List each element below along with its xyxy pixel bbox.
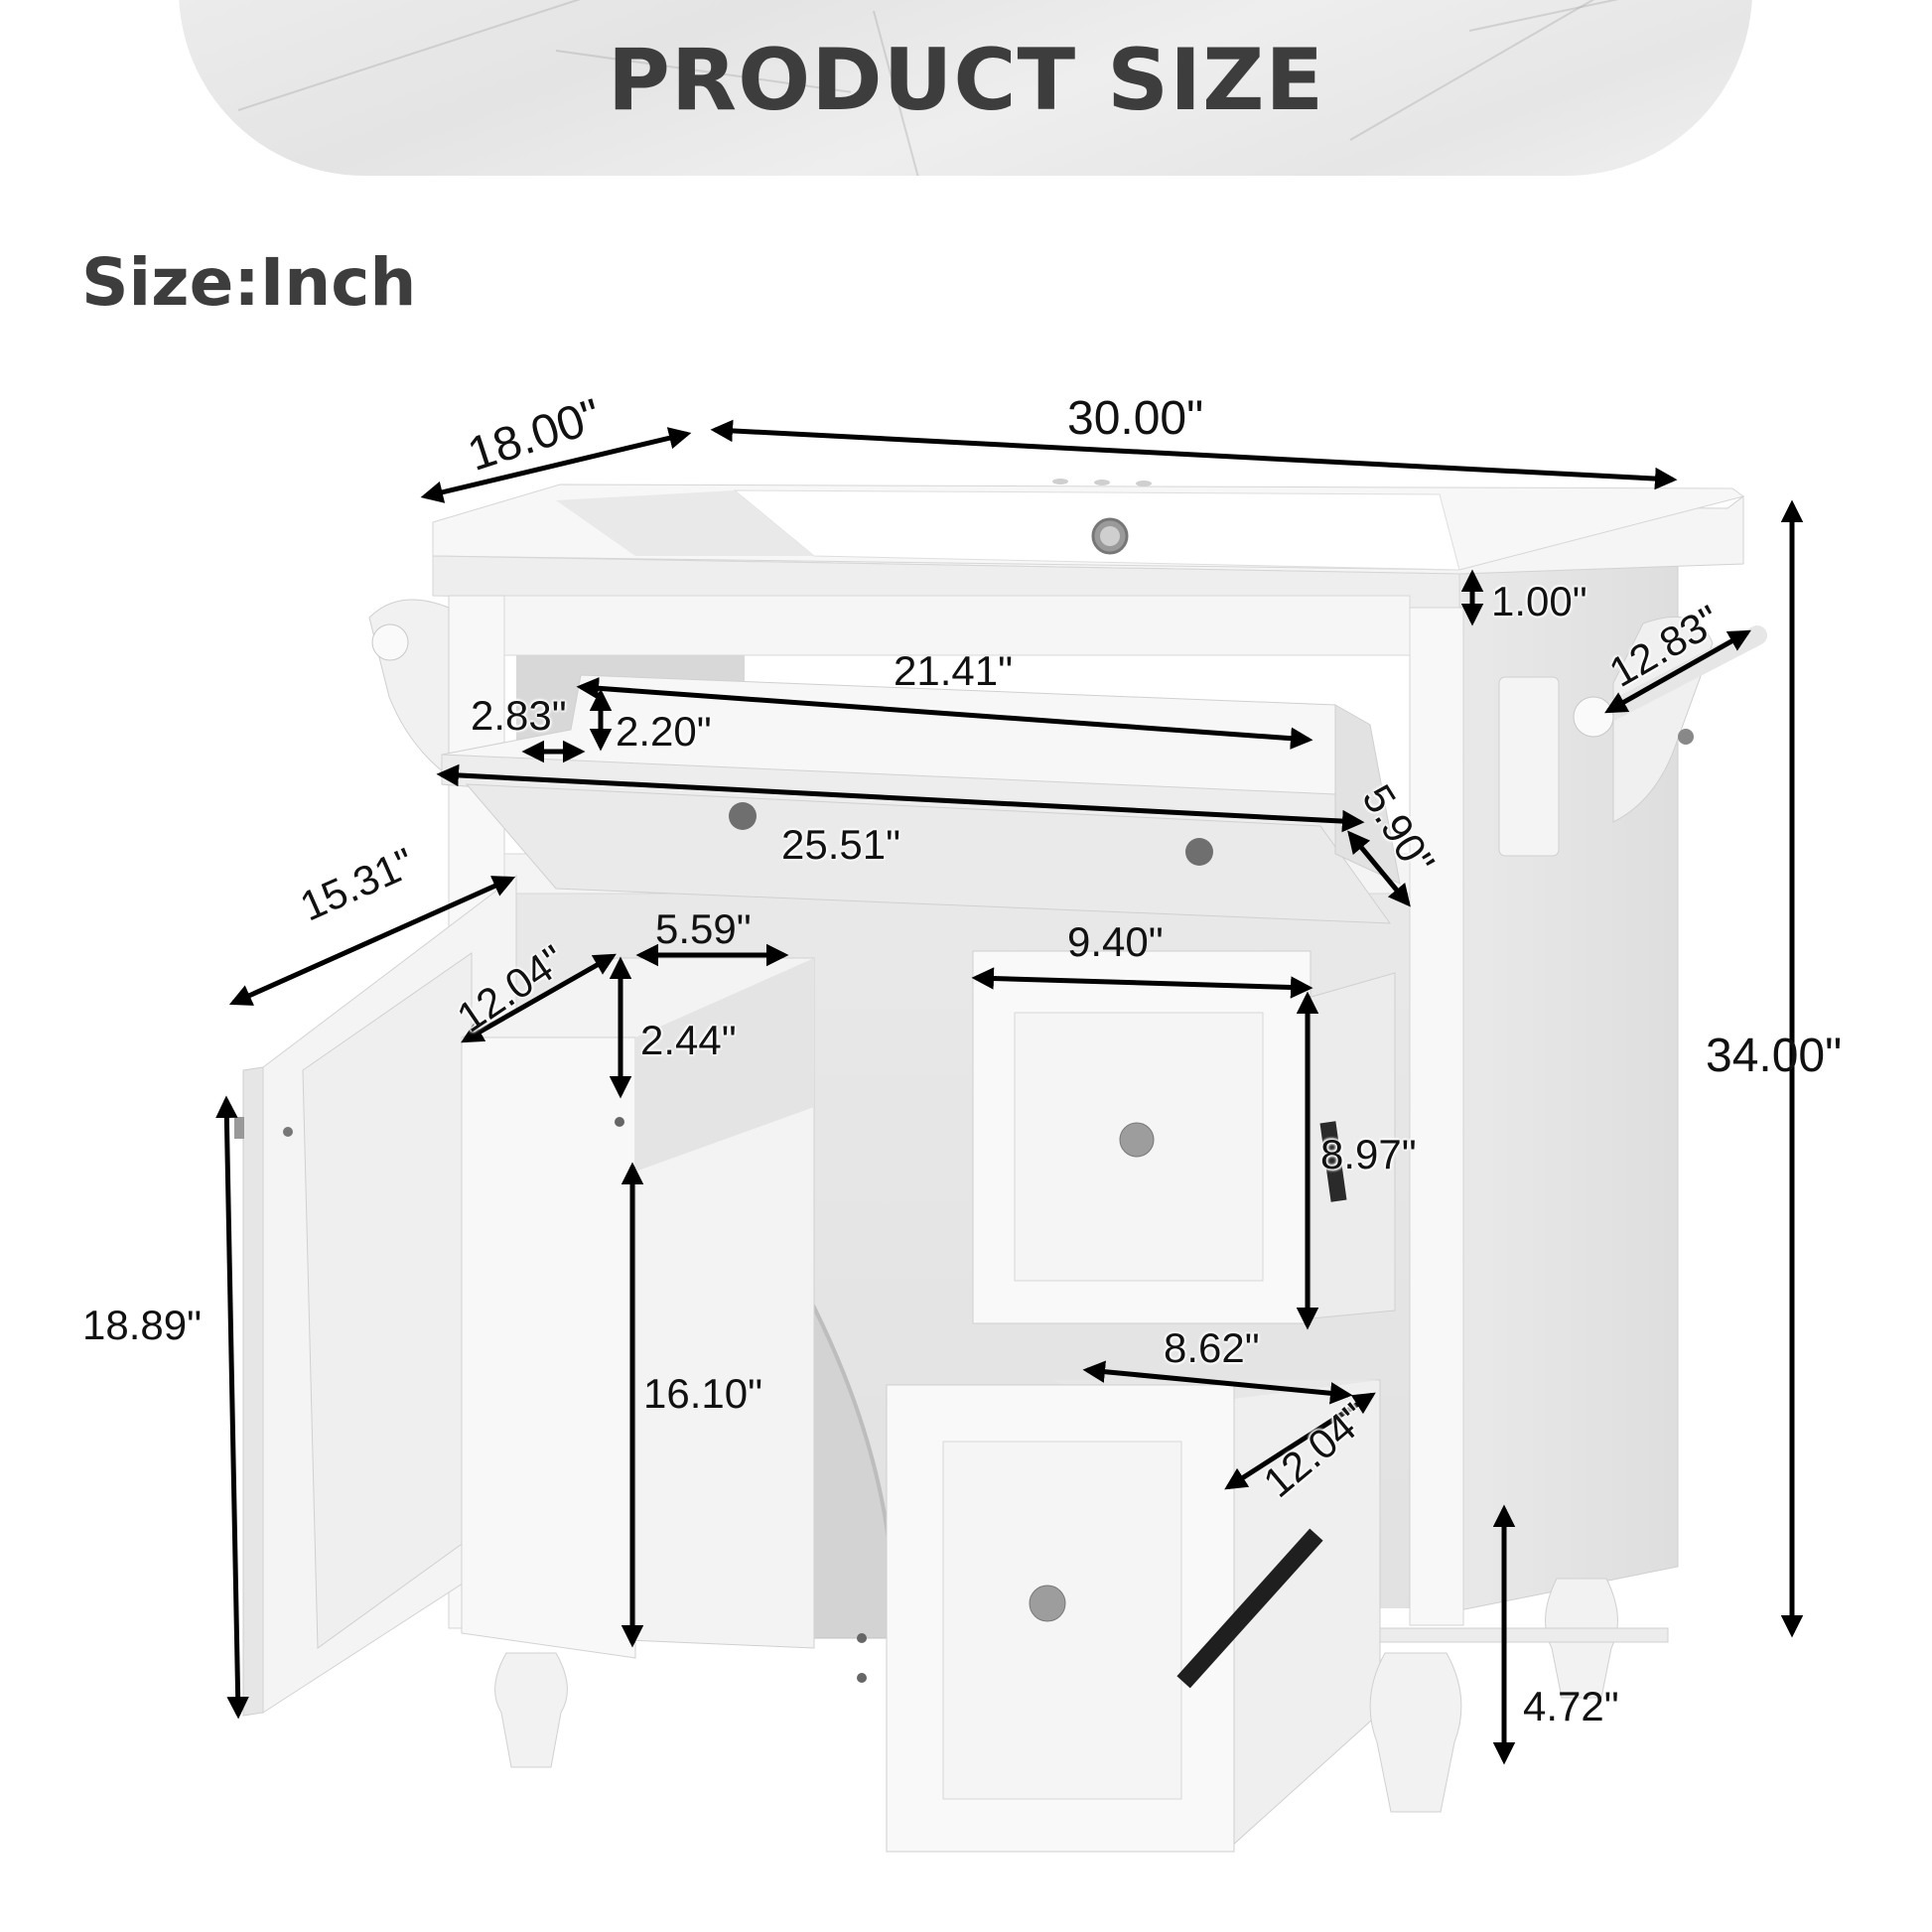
dimension-arrows — [215, 419, 1804, 1765]
dim-width-top: 30.00" — [1067, 392, 1204, 445]
dim-upper-drawer-height: 8.97" — [1320, 1131, 1417, 1177]
left-towel-bar — [368, 599, 450, 778]
dim-tilt-drawer-width: 25.51" — [781, 821, 901, 868]
dim-tilt-tray-inner-width: 21.41" — [894, 647, 1014, 694]
dim-total-height: 34.00" — [1706, 1030, 1843, 1082]
dim-upper-drawer-width: 9.40" — [1067, 918, 1164, 965]
left-door-open — [234, 874, 517, 1717]
dim-lower-drawer-inner-width: 8.62" — [1164, 1324, 1260, 1371]
left-shelf-unit — [461, 957, 867, 1768]
units-label: Size:Inch — [81, 244, 417, 321]
upper-drawer-open — [972, 950, 1396, 1324]
dim-leg-height: 4.72" — [1523, 1683, 1619, 1729]
dim-open-area-height: 16.10" — [643, 1370, 763, 1417]
dim-tilt-tray-depth: 2.83" — [471, 692, 567, 739]
dim-shelf-gap: 2.44" — [640, 1017, 737, 1063]
dim-shelf-width: 5.59" — [655, 905, 752, 952]
dim-tilt-tray-height: 2.20" — [616, 708, 712, 755]
page-title: PRODUCT SIZE — [607, 31, 1325, 130]
marble-title-banner — [179, 0, 1752, 176]
dim-countertop-thickness: 1.00" — [1491, 578, 1587, 624]
lower-drawer-open — [886, 1379, 1462, 1853]
dim-door-height: 18.89" — [82, 1302, 203, 1348]
